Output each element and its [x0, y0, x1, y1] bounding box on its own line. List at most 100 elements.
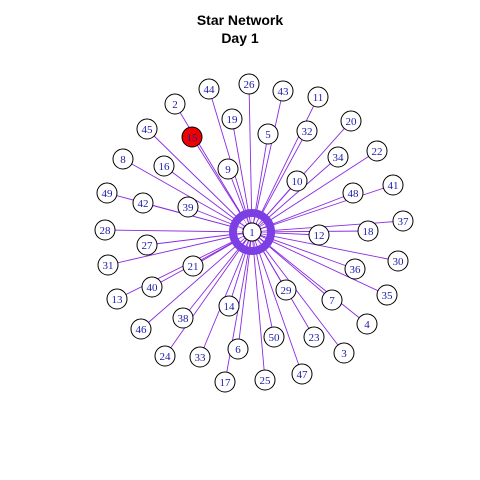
node-label: 3 — [341, 348, 347, 360]
node-circle — [238, 73, 260, 95]
node-19: 19 — [221, 108, 243, 130]
hub-arrow-tick — [256, 240, 260, 246]
node-label: 42 — [138, 198, 149, 210]
node-label: 23 — [309, 332, 321, 344]
node-label: 19 — [227, 114, 239, 126]
hub-arrow-tick — [260, 224, 266, 228]
node-33: 33 — [189, 346, 211, 368]
node-9: 9 — [217, 158, 239, 180]
node-8: 8 — [112, 148, 134, 170]
node-circle — [366, 140, 388, 162]
node-29: 29 — [275, 279, 297, 301]
node-label: 36 — [350, 264, 362, 276]
node-circle — [198, 78, 220, 100]
edge-1-11 — [251, 96, 319, 233]
edge-1-45 — [146, 128, 253, 233]
node-label: 43 — [278, 86, 290, 98]
node-circle — [136, 118, 158, 140]
node-circle — [286, 170, 308, 192]
node-circle — [308, 224, 330, 246]
node-label: 45 — [142, 124, 154, 136]
node-label: 30 — [393, 256, 405, 268]
node-label: 37 — [398, 216, 410, 228]
node-36: 36 — [344, 258, 366, 280]
node-circle — [257, 123, 279, 145]
node-label: 1 — [249, 227, 255, 239]
node-46: 46 — [130, 318, 152, 340]
node-label: 11 — [313, 92, 324, 104]
node-label: 46 — [136, 324, 148, 336]
node-label: 21 — [188, 261, 199, 273]
node-27: 27 — [136, 234, 158, 256]
node-label: 39 — [183, 202, 195, 214]
hub-arrow-tick — [244, 218, 248, 224]
node-label: 8 — [120, 154, 126, 166]
node-40: 40 — [141, 276, 163, 298]
node-circle — [376, 284, 398, 306]
node-label: 41 — [388, 180, 399, 192]
node-circle — [263, 326, 285, 348]
hub-arrow-tick — [241, 238, 246, 243]
node-10: 10 — [286, 170, 308, 192]
hub-arrow-tick — [241, 221, 246, 226]
hub-arrow-tick — [261, 227, 267, 230]
node-circle — [112, 148, 134, 170]
node-circle — [132, 192, 154, 214]
node-label: 38 — [178, 313, 190, 325]
node-circle — [342, 182, 364, 204]
node-47: 47 — [291, 363, 313, 385]
edge-1-24 — [164, 231, 253, 357]
edge-1-31 — [107, 231, 253, 266]
node-42: 42 — [132, 192, 154, 214]
node-circle — [392, 210, 414, 232]
node-circle — [321, 289, 343, 311]
edge-1-3 — [251, 231, 345, 354]
node-circle — [356, 313, 378, 335]
node-50: 50 — [263, 326, 285, 348]
node-label: 26 — [244, 79, 256, 91]
node-circle — [97, 254, 119, 276]
edge-1-4 — [251, 231, 368, 325]
node-44: 44 — [198, 78, 220, 100]
node-circle — [172, 307, 194, 329]
node-11: 11 — [307, 86, 329, 108]
node-circle — [327, 146, 349, 168]
node-circle — [181, 126, 203, 148]
edge-1-35 — [251, 231, 388, 296]
node-label: 12 — [314, 230, 325, 242]
node-label: 5 — [265, 129, 271, 141]
node-label: 15 — [187, 132, 199, 144]
node-label: 25 — [260, 375, 272, 387]
node-5: 5 — [257, 123, 279, 145]
node-circle — [272, 80, 294, 102]
node-label: 18 — [363, 226, 375, 238]
node-circle — [303, 326, 325, 348]
node-circle — [214, 371, 236, 393]
node-label: 13 — [112, 294, 124, 306]
node-7: 7 — [321, 289, 343, 311]
hub-arrow-tick — [244, 240, 248, 246]
node-label: 27 — [142, 240, 154, 252]
node-circle — [153, 155, 175, 177]
node-13: 13 — [106, 288, 128, 310]
node-45: 45 — [136, 118, 158, 140]
edge-1-14 — [228, 231, 253, 307]
hub-arrow-tick — [247, 241, 250, 247]
node-label: 22 — [372, 146, 383, 158]
edge-1-43 — [251, 90, 284, 233]
edge-1-28 — [104, 229, 253, 233]
node-14: 14 — [218, 295, 240, 317]
node-circle — [344, 258, 366, 280]
node-circle — [136, 234, 158, 256]
edge-1-41 — [251, 184, 394, 233]
node-6: 6 — [227, 338, 249, 360]
edge-1-25 — [251, 231, 266, 381]
node-28: 28 — [94, 219, 116, 241]
node-circle — [154, 345, 176, 367]
node-label: 32 — [302, 126, 313, 138]
node-circle — [254, 369, 276, 391]
edge-1-47 — [251, 231, 303, 375]
hub-arrow-tick — [238, 236, 244, 240]
node-21: 21 — [182, 255, 204, 277]
